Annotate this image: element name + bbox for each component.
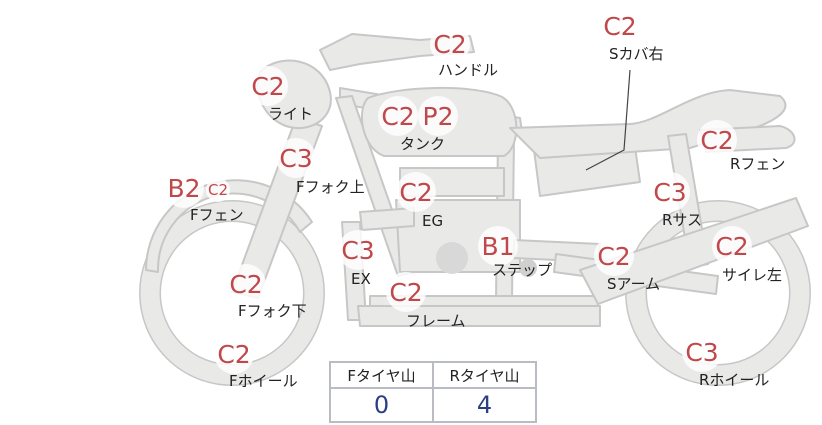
rear-tire-value: 4 [432, 387, 537, 423]
tank-label: タンク [400, 135, 446, 153]
silencer-shape [579, 197, 809, 305]
light-grade-badge: C2 [248, 66, 288, 106]
front-fender-grade2-badge: C2 [206, 178, 230, 202]
engine-label: EG [422, 212, 444, 230]
front-wheel-label: Fホイール [229, 372, 298, 390]
step-grade-badge: B1 [478, 226, 518, 266]
swing-arm-label: Sアーム [607, 275, 661, 293]
silencer-left-label: サイレ左 [722, 266, 783, 284]
front-fork-lower-grade-badge: C2 [226, 264, 266, 304]
front-fork-upper-grade-badge: C3 [276, 138, 316, 178]
exhaust-grade-badge: C3 [338, 230, 378, 270]
tire-table-header-row: Fタイヤ山 Rタイヤ山 [329, 361, 537, 389]
front-wheel-grade-badge: C2 [214, 334, 254, 374]
front-tire-value: 0 [329, 387, 434, 423]
rear-wheel-grade-badge: C3 [682, 332, 722, 372]
light-label: ライト [268, 105, 314, 123]
rear-suspension-label: Rサス [662, 211, 703, 229]
tank-grade2-badge: P2 [418, 96, 458, 136]
exhaust-label: EX [351, 270, 371, 288]
swing-arm-grade-badge: C2 [594, 236, 634, 276]
front-fork-lower-label: Fフォク下 [238, 302, 307, 320]
frame-grade-badge: C2 [386, 272, 426, 312]
exhaust-shape [359, 207, 415, 231]
frame-label: フレーム [406, 312, 466, 330]
rear-wheel-label: Rホイール [699, 371, 770, 389]
tire-table-value-row: 0 4 [329, 387, 537, 423]
seat-shape [509, 89, 787, 159]
rear-fender-label: Rフェン [730, 155, 786, 173]
side-cover-r-grade-badge: C2 [600, 6, 640, 46]
tire-tread-table: Fタイヤ山 Rタイヤ山 0 4 [329, 361, 537, 423]
side-cover-leader-line [585, 69, 631, 171]
silencer-left-grade-badge: C2 [712, 226, 752, 266]
step-label: ステップ [492, 261, 553, 279]
front-fender-label: Fフェン [190, 206, 244, 224]
engine-grade-badge: C2 [396, 172, 436, 212]
handle-label: ハンドル [438, 61, 499, 79]
rear-suspension-grade-badge: C3 [650, 172, 690, 212]
handle-grade-badge: C2 [430, 24, 470, 64]
side-cover-r-label: Sカバ右 [609, 45, 664, 63]
rear-tire-header: Rタイヤ山 [432, 361, 537, 389]
front-tire-header: Fタイヤ山 [329, 361, 434, 389]
front-fork-upper-label: Fフォク上 [296, 178, 365, 196]
front-fender-grade-badge: B2 [164, 168, 204, 208]
rear-fender-grade-badge: C2 [697, 120, 737, 160]
tank-grade-badge: C2 [378, 96, 418, 136]
